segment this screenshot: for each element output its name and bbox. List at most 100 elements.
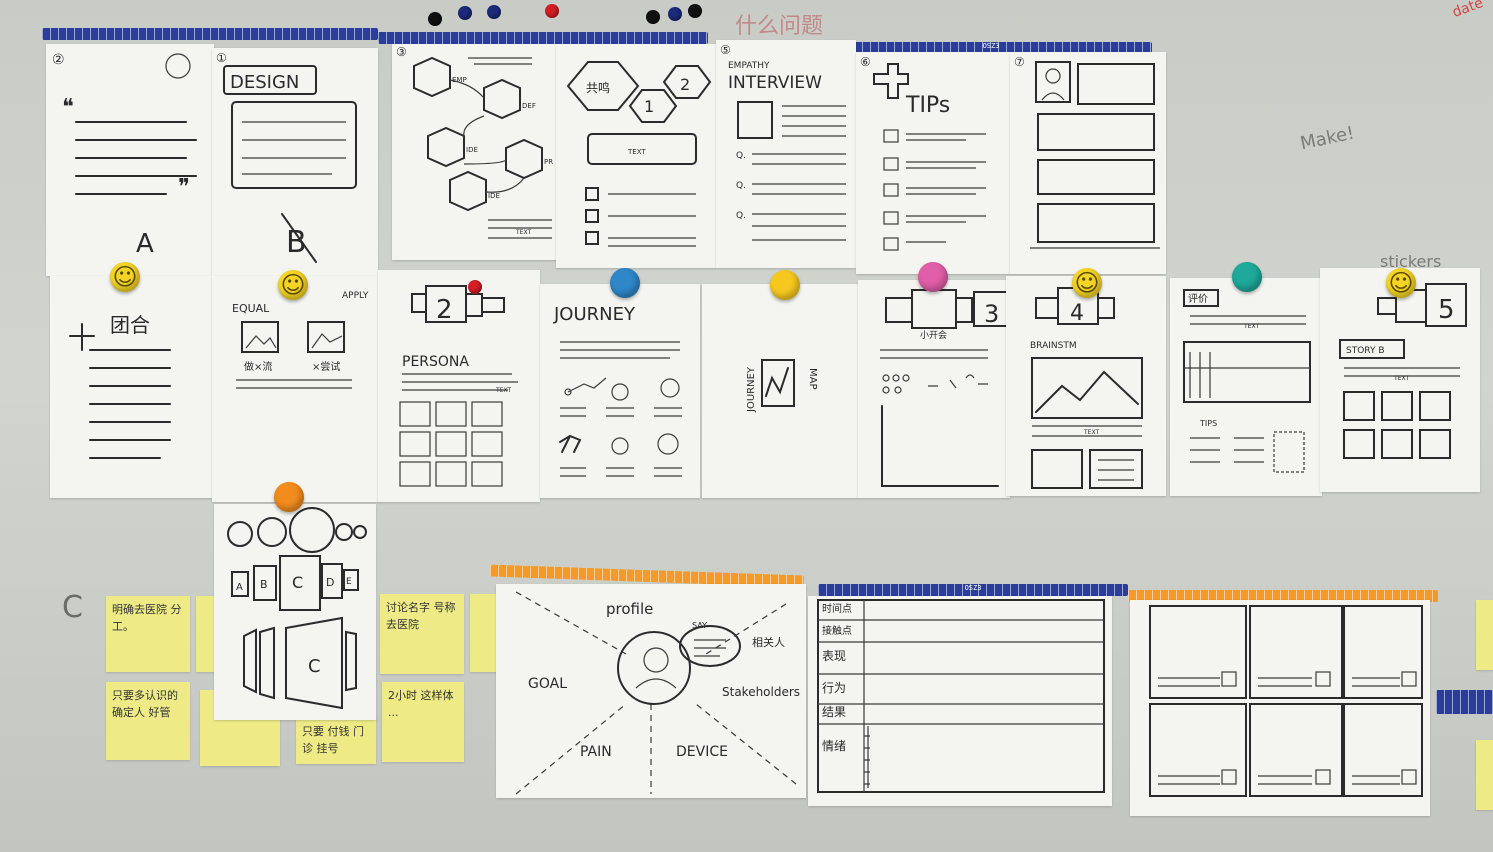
svg-text:⑦: ⑦ (1014, 55, 1025, 69)
svg-text:TEXT: TEXT (1393, 375, 1409, 382)
svg-text:评价: 评价 (1188, 293, 1208, 305)
svg-text:C: C (292, 573, 303, 592)
svg-text:MAP: MAP (807, 368, 818, 390)
svg-text:❞: ❞ (178, 175, 190, 200)
blue-ruler-edge (1436, 690, 1493, 714)
svg-text:×尝试: ×尝试 (312, 360, 340, 373)
sketch-sheet-quote: ② ❝ ❞ A (46, 44, 214, 276)
svg-text:profile: profile (606, 600, 653, 618)
sheet-title: DESIGN (230, 72, 299, 93)
sticky-note-edge (1476, 600, 1493, 670)
svg-text:2: 2 (436, 295, 453, 325)
svg-text:INTERVIEW: INTERVIEW (728, 73, 822, 93)
svg-text:行为: 行为 (822, 681, 846, 695)
magnet-teal (1232, 262, 1262, 292)
svg-text:Q.: Q. (736, 211, 746, 221)
wall-scribble-make: Make! (1298, 122, 1357, 155)
svg-text:B: B (286, 225, 307, 260)
sketch-sheet-process: ③ EMP DEF IDE IDE PR TEXT (392, 44, 558, 260)
sticky-note: 只要多认识的 确定人 好管 (106, 682, 190, 760)
svg-text:3: 3 (984, 300, 999, 328)
magnet-yellow (770, 270, 800, 300)
wall-scribble-top: 什么问题 (735, 14, 824, 39)
svg-text:TEXT: TEXT (515, 229, 531, 236)
wall-scribble-corner: date (1450, 0, 1486, 21)
sketch-sheet-empathy-map: SAY 相关人 profile GOAL Stakeholders PAIN D… (496, 584, 806, 798)
sketch-sheet-design: ① DESIGN B (212, 48, 378, 276)
magnet-black (646, 10, 660, 24)
svg-text:IDE: IDE (466, 146, 478, 154)
svg-text:JOURNEY: JOURNEY (746, 366, 757, 413)
magnet-navy (487, 5, 501, 19)
svg-text:❝: ❝ (62, 95, 74, 120)
magnet-blue (610, 268, 640, 298)
sketch-sheet-step-5: 5 STORY B TEXT (1320, 268, 1480, 492)
svg-text:情绪: 情绪 (822, 739, 846, 753)
svg-text:EMP: EMP (452, 76, 467, 84)
magnet-navy (458, 6, 472, 20)
svg-text:时间点: 时间点 (822, 602, 852, 615)
svg-text:相关人: 相关人 (752, 635, 785, 649)
magnet-smiley-yellow (278, 270, 308, 300)
sheet-number: ② (52, 52, 65, 68)
magnet-black (688, 4, 702, 18)
blue-ruler-left (42, 28, 378, 40)
svg-text:APPLY: APPLY (342, 291, 369, 301)
magnet-smiley-yellow (1072, 268, 1102, 298)
sketch-sheet-step-3: 3 小开会 (858, 280, 1010, 498)
svg-text:GOAL: GOAL (528, 676, 567, 692)
svg-text:PAIN: PAIN (580, 744, 612, 760)
sketch-sheet-journey-map: JOURNEY MAP (702, 284, 858, 498)
svg-text:PR: PR (544, 158, 553, 166)
sketch-sheet-step-4: 4 BRAINSTM TEXT (1006, 276, 1166, 496)
svg-text:⑤: ⑤ (720, 43, 731, 57)
svg-text:TIPs: TIPs (905, 93, 950, 118)
svg-text:B: B (260, 578, 268, 591)
svg-text:结果: 结果 (822, 705, 846, 719)
sketch-sheet-interview: ⑤ EMPATHY INTERVIEW Q. Q. Q. (716, 40, 856, 268)
svg-text:SAY: SAY (692, 621, 707, 630)
sketch-sheet-storyboard (1130, 600, 1430, 816)
sketch-sheet-team: 团合 (50, 276, 212, 498)
svg-text:A: A (236, 582, 243, 593)
svg-text:PERSONA: PERSONA (402, 354, 469, 370)
blue-ruler-bottom: OSZ3 (818, 584, 1128, 596)
svg-text:TIPS: TIPS (1199, 419, 1217, 428)
magnet-orange (274, 482, 304, 512)
svg-text:TEXT: TEXT (1083, 429, 1099, 436)
sticky-note (196, 596, 216, 672)
svg-text:接触点: 接触点 (822, 624, 852, 637)
sketch-sheet-evaluation: 评价 TEXT TIPS (1170, 278, 1322, 496)
wall-scribble-stickers: stickers (1380, 252, 1442, 271)
sketch-sheet-persona: 2 PERSONA TEXT (378, 270, 540, 502)
svg-text:①: ① (216, 51, 227, 65)
svg-text:EQUAL: EQUAL (232, 302, 270, 315)
blue-ruler-middle (378, 32, 708, 44)
sketch-sheet-journey: JOURNEY (540, 284, 700, 498)
svg-text:表现: 表现 (822, 649, 846, 663)
sketch-sheet-equal: EQUAL APPLY 做×流 ×尝试 (212, 276, 378, 502)
sticky-note: 2小时 这样体 ... (382, 682, 464, 762)
svg-text:团合: 团合 (110, 313, 150, 337)
svg-text:EMPATHY: EMPATHY (728, 61, 770, 71)
svg-text:DEVICE: DEVICE (676, 744, 728, 760)
svg-text:JOURNEY: JOURNEY (553, 304, 636, 325)
sketch-sheet-hexes: 共鸣 1 2 TEXT (556, 44, 716, 268)
sticky-note: 讨论名字 号称 去医院 (380, 594, 464, 674)
svg-text:1: 1 (644, 97, 654, 116)
magnet-navy (668, 7, 682, 21)
svg-text:小开会: 小开会 (920, 329, 947, 341)
magnet-red (468, 280, 482, 294)
svg-text:5: 5 (1438, 295, 1455, 325)
svg-text:D: D (326, 576, 334, 589)
svg-text:共鸣: 共鸣 (586, 80, 610, 95)
sticky-note: 只要 付钱 门诊 挂号 (296, 718, 376, 764)
svg-text:C: C (308, 656, 321, 677)
svg-text:⑥: ⑥ (860, 55, 871, 69)
svg-text:2: 2 (680, 75, 690, 94)
sheet-letter: A (136, 229, 154, 259)
sticky-note-edge (1476, 740, 1493, 810)
svg-text:E: E (346, 577, 352, 587)
svg-text:STORY B: STORY B (1346, 346, 1385, 356)
svg-text:③: ③ (396, 45, 407, 59)
